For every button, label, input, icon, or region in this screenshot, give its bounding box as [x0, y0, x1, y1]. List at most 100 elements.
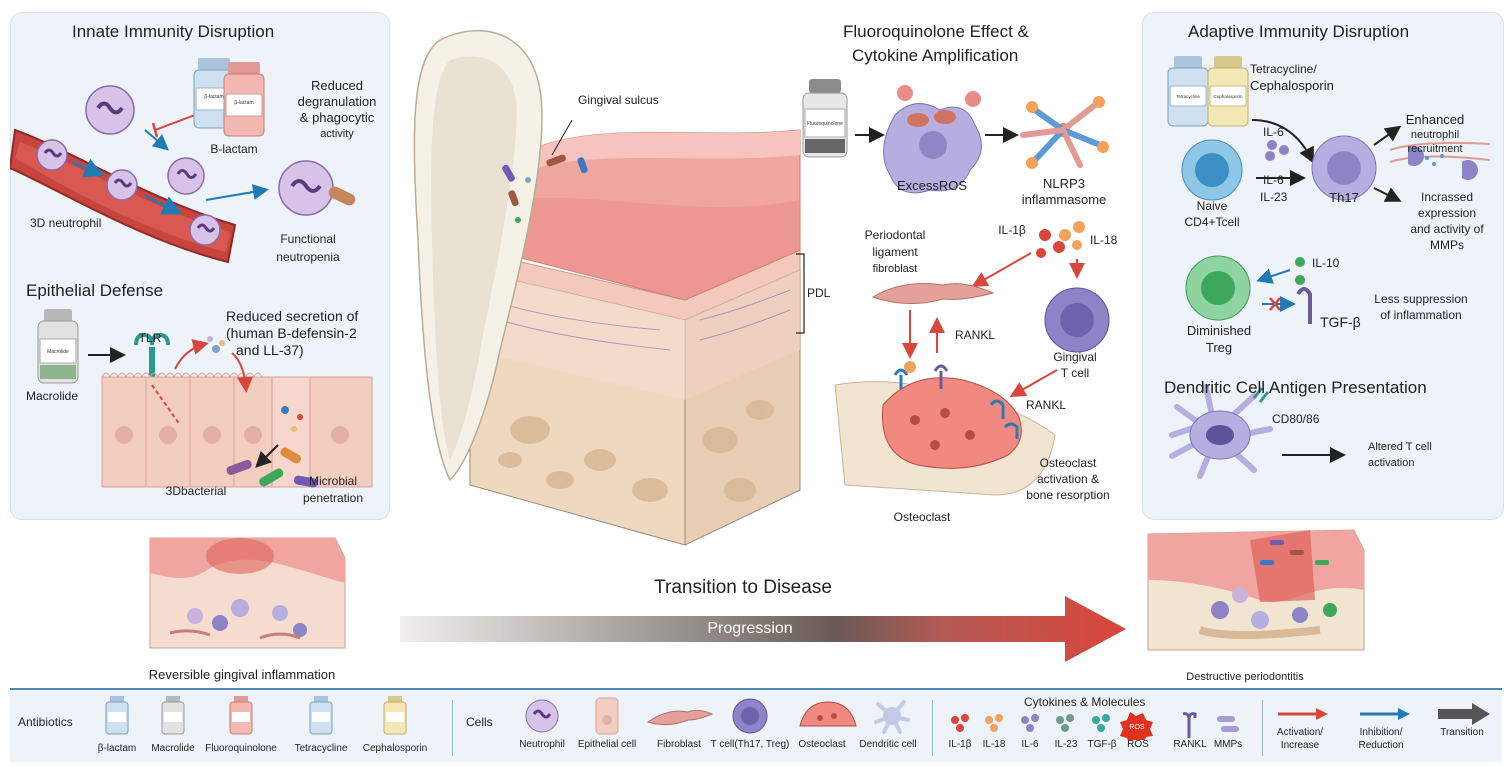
- legend-separator: [1262, 700, 1263, 756]
- legend-il6: IL-6: [1021, 739, 1039, 750]
- tlr-label: TLR: [138, 331, 162, 345]
- svg-text:ROS: ROS: [1129, 724, 1145, 731]
- tetracycline-line2: Cephalosporin: [1250, 78, 1334, 93]
- svg-text:Macrolide: Macrolide: [47, 349, 69, 355]
- svg-text:β-lactam: β-lactam: [234, 100, 253, 106]
- neutrophil-icon: [525, 699, 559, 733]
- incrassed-line4: MMPs: [1430, 238, 1464, 252]
- il10-label: IL-10: [1312, 256, 1340, 270]
- osteoclast-icon: [881, 377, 1022, 469]
- epithelial-title: Epithelial Defense: [26, 281, 164, 300]
- pdl-label: PDL: [807, 286, 831, 300]
- tetracycline-line1: Tetracycline/: [1250, 62, 1317, 76]
- macrolide-label: Macrolide: [25, 389, 79, 403]
- fibroblast-icon: [871, 283, 995, 305]
- reduced-secretion-line2: (human Β-defensin-2: [226, 325, 357, 341]
- svg-text:Cephalosporin: Cephalosporin: [1213, 94, 1243, 99]
- osteoclast-act-line1: Osteoclast: [1039, 456, 1097, 470]
- legend-arrows: [1278, 703, 1490, 725]
- neutrophil-icon: [85, 85, 135, 135]
- tooth-tissue-block: [413, 29, 805, 546]
- tgfb-icon: [1092, 714, 1110, 732]
- epithelial-cell-icon: [595, 697, 619, 735]
- reduced-secretion-line3: and LL-37): [236, 342, 304, 358]
- dendritic-cell-icon: [1169, 384, 1273, 479]
- cd80-label: CD80/86: [1272, 412, 1320, 426]
- legend-il18: IL-18: [982, 739, 1006, 750]
- macrolide-vial: Macrolide: [37, 309, 79, 384]
- less-suppression-line1: Less suppression: [1374, 292, 1468, 306]
- legend-antibiotics-header: Antibiotics: [18, 715, 73, 729]
- legend-transition: Transition: [1440, 727, 1484, 738]
- legend-separator: [452, 700, 453, 756]
- activation-arrow-icon: [1278, 708, 1328, 720]
- fluoroquinolone-vial: Fluoroquinolone: [802, 79, 848, 158]
- dendritic-cell-icon: [874, 700, 910, 734]
- enhanced-line3: recruitment: [1407, 143, 1463, 155]
- tetracycline-vial-icon: [309, 696, 333, 735]
- tgfb-label: TGF-β: [1320, 314, 1361, 330]
- reduced-degranulation-line4: activity: [320, 128, 354, 140]
- functional-line2: neutropenia: [276, 250, 340, 264]
- altered-line2: activation: [1368, 457, 1415, 469]
- il18-label: IL-18: [1090, 233, 1118, 247]
- adaptive-illustration: Tetracycline Cephalosporin: [1167, 56, 1491, 479]
- svg-text:β-lactam: β-lactam: [204, 94, 223, 100]
- legend-tetracycline: Tetracycline: [294, 743, 348, 754]
- legend-macrolide: Macrolide: [151, 743, 195, 754]
- macrolide-vial-icon: [161, 696, 185, 735]
- legend-ros: ROS: [1127, 739, 1149, 750]
- il6b-label: IL-6: [1263, 173, 1284, 187]
- legend-mmps: MMPs: [1213, 739, 1243, 750]
- legend-tgfb: TGF-β: [1087, 739, 1117, 750]
- neutrophil-3d-label: 3D neutrophil: [30, 216, 102, 230]
- nlrp3-line1: NLRP3: [1043, 176, 1085, 191]
- pdl-fibroblast-line2: ligament: [872, 245, 918, 259]
- less-suppression-line2: of inflammation: [1380, 308, 1462, 322]
- gingival-tcell-line1: Gingival: [1053, 350, 1097, 364]
- legend-epithelial: Epithelial cell: [577, 739, 637, 750]
- innate-title: Innate Immunity Disruption: [72, 22, 275, 41]
- incrassed-line3: and activity of: [1410, 222, 1484, 236]
- legend-cephalosporin: Cephalosporin: [362, 743, 428, 754]
- legend-activation-line2: Increase: [1280, 740, 1320, 751]
- tlr-receptor-icon: [134, 332, 170, 381]
- mmps-icon: [1217, 716, 1239, 732]
- enhanced-line1: Enhanced: [1405, 112, 1465, 127]
- legend-cytokine-icons: ROS: [951, 712, 1239, 740]
- fibroblast-icon: [646, 709, 714, 726]
- neutrophil-icon: [36, 139, 68, 171]
- fluoro-title-line1: Fluoroquinolone Effect &: [843, 22, 1029, 41]
- microbial-line2: penetration: [302, 491, 364, 505]
- il1b-icon: [951, 714, 969, 732]
- reversible-label: Reversible gingival inflammation: [148, 667, 336, 682]
- excess-ros-label: ExcessROS: [896, 178, 968, 193]
- dc-title: Dendritic Cell Antigen Presentation: [1164, 378, 1427, 397]
- legend-tcell: T cell(Th17, Treg): [710, 739, 790, 750]
- legend-inhibition-line2: Reduction: [1358, 740, 1404, 751]
- transition-arrow-icon: [1438, 703, 1490, 725]
- tcell-icon: [732, 698, 768, 734]
- naive-line2: CD4+Tcell: [1184, 215, 1240, 229]
- legend-il1b: IL-1β: [948, 739, 972, 750]
- legend-osteoclast: Osteoclast: [798, 739, 846, 750]
- il1b-label: IL-1β: [998, 223, 1026, 237]
- osteoclast-act-line3: bone resorption: [1026, 488, 1110, 502]
- fluoroquinolone-vial-icon: [229, 696, 253, 735]
- il23-label: IL-23: [1260, 190, 1288, 204]
- progression-label: Progression: [707, 620, 793, 637]
- legend-fluoroquinolone: Fluoroquinolone: [205, 743, 277, 754]
- cephalosporin-vial-icon: [383, 696, 407, 735]
- innate-illustration: β-lactam β-lactam: [10, 58, 356, 264]
- neutrophil-icon: [278, 160, 334, 216]
- il6-icon: [1021, 714, 1039, 732]
- epithelial-layer: [101, 372, 373, 488]
- pdl-fibroblast-line3: fibroblast: [872, 263, 918, 275]
- fluoro-illustration: Fluoroquinolone: [802, 79, 1110, 496]
- beta-lactam-vial-icon: [105, 696, 129, 735]
- reversible-inflammation-block: [149, 537, 346, 649]
- tetracycline-cephalosporin-vials: Tetracycline Cephalosporin: [1167, 56, 1249, 127]
- rankl-label-2: RANKL: [1026, 398, 1067, 412]
- nlrp3-line2: inflammasome: [1021, 192, 1107, 207]
- diminished-line1: Diminished: [1186, 323, 1252, 338]
